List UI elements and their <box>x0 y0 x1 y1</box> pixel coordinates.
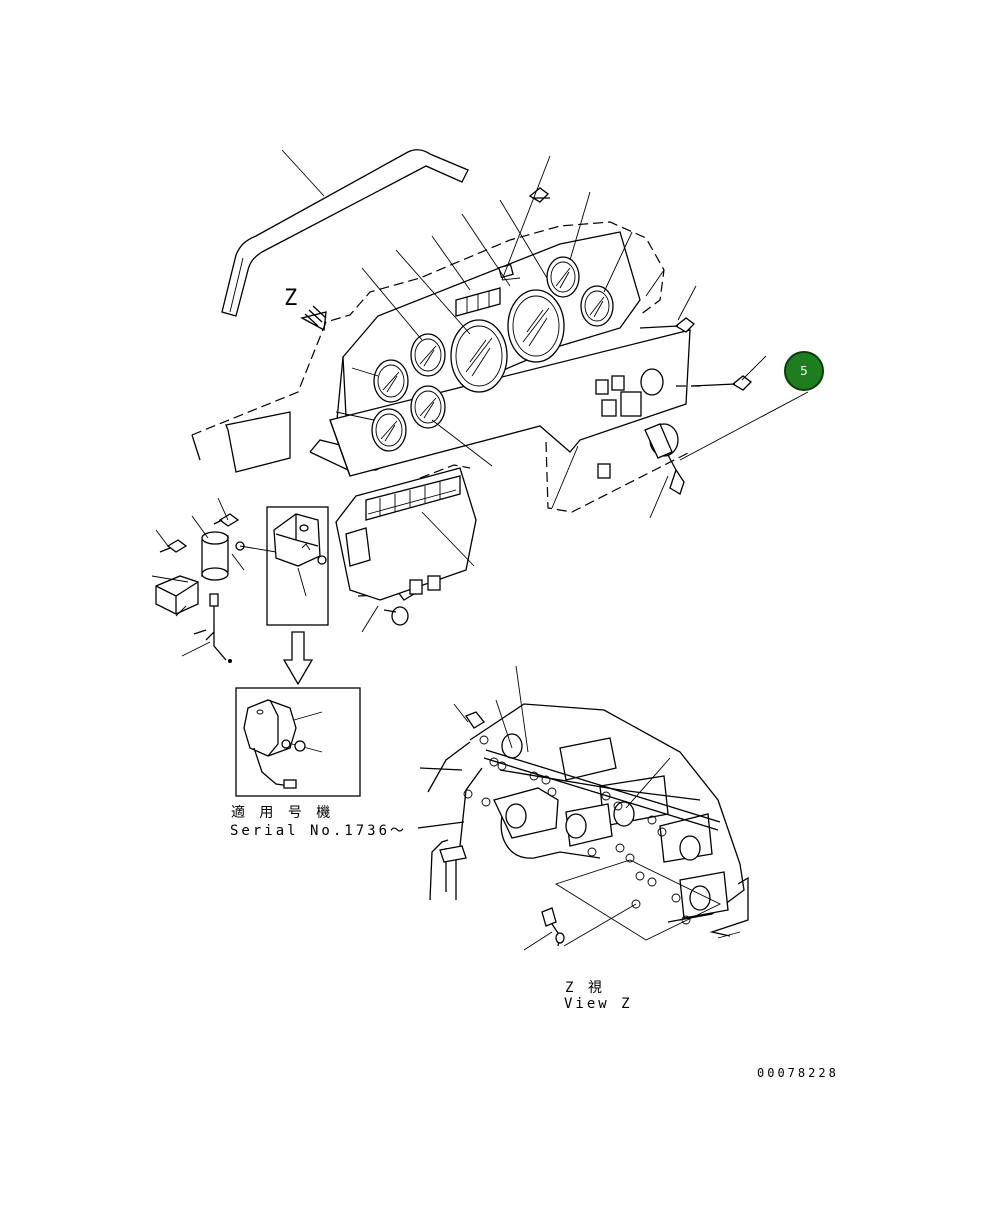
gauge-small-6 <box>580 285 614 327</box>
serial-applicability-label: 適 用 号 機 <box>231 805 334 821</box>
gauge-large-2 <box>507 289 565 363</box>
screws <box>357 187 752 601</box>
gauge-small-1 <box>410 333 446 377</box>
view-z-caption-jp: Z 視 <box>565 980 605 996</box>
left-parts <box>151 497 245 663</box>
gauge-small-4 <box>371 408 407 452</box>
switch-panel <box>329 329 691 477</box>
gauge-small-5 <box>546 256 580 298</box>
key-switch <box>644 423 685 495</box>
gauge-large-1 <box>450 319 508 393</box>
view-arrow <box>300 305 327 332</box>
leader-lines <box>281 149 809 633</box>
inset-box <box>235 687 361 797</box>
gauge-small-3 <box>410 385 446 429</box>
gauge-small-2 <box>373 359 409 403</box>
drawing-id: 00078228 <box>757 1066 839 1080</box>
view-z-caption-en: View Z <box>564 996 633 1012</box>
instrument-panel-assembly <box>191 149 809 633</box>
relay-detail <box>239 506 329 686</box>
detail-arrow <box>282 631 314 686</box>
callout-5[interactable]: 5 <box>784 351 824 391</box>
buzzer <box>201 531 229 581</box>
view-marker-label: Z <box>284 286 301 311</box>
gauges <box>371 256 614 452</box>
view-z-assembly <box>417 665 749 951</box>
serial-number-label: Serial No.1736～ <box>230 823 408 839</box>
handrail-tube <box>221 149 469 317</box>
